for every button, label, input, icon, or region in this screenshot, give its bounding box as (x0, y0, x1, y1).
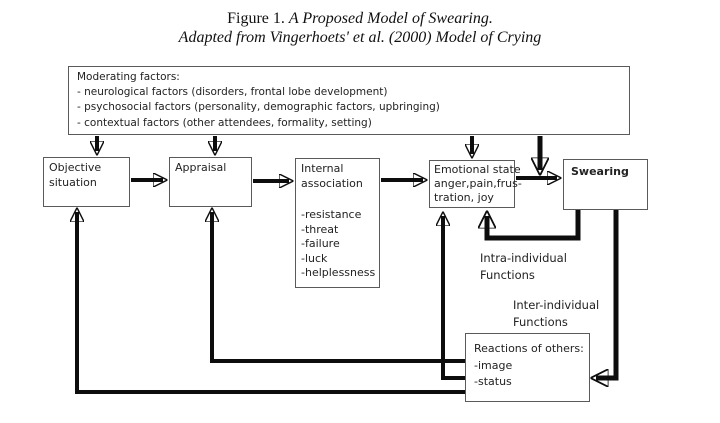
figure-title: Figure 1. A Proposed Model of Swearing. … (0, 10, 720, 48)
internal-association-item: -luck (301, 251, 328, 265)
arrow-reactions-to-emotional (443, 216, 465, 380)
label-inter-individual-functions: Inter-individual Functions (513, 298, 600, 329)
box-appraisal: Appraisal (169, 157, 252, 207)
internal-association-item: -threat (301, 222, 339, 236)
arrow-swearing-to-reactions (596, 210, 619, 378)
swearing-label: Swearing (571, 165, 629, 178)
moderating-item: - contextual factors (other attendees, f… (77, 116, 372, 129)
box-swearing: Swearing (563, 159, 648, 210)
figure-number: Figure 1. (227, 10, 285, 27)
objective-situation-label: Objective situation (49, 161, 102, 189)
emotional-state-line: Emotional state (434, 163, 521, 176)
box-emotional-state: Emotional state anger,pain,frus- tration… (429, 160, 522, 208)
arrow-reactions-to-objective (77, 212, 465, 394)
internal-association-item: -helplessness (301, 266, 376, 280)
figure-title-line1: Figure 1. A Proposed Model of Swearing. (0, 10, 720, 29)
label-intra-individual-functions: Intra-individual Functions (480, 251, 567, 282)
emotional-state-line: anger,pain,frus- (434, 177, 522, 191)
internal-association-item: -failure (301, 237, 340, 251)
box-reactions-of-others: Reactions of others: -image -status (465, 333, 590, 402)
moderating-item: - neurological factors (disorders, front… (77, 86, 388, 99)
reactions-item: -image (474, 358, 513, 372)
emotional-state-line: tration, joy (434, 191, 494, 205)
box-moderating-factors: Moderating factors: - neurological facto… (68, 66, 630, 135)
moderating-item: - psychosocial factors (personality, dem… (77, 101, 440, 114)
internal-association-item: -resistance (301, 208, 362, 222)
reactions-item: -status (474, 375, 512, 388)
arrow-swearing-to-emotional-feedback (487, 210, 581, 241)
box-objective-situation: Objective situation (43, 157, 130, 207)
figure-title-italic: A Proposed Model of Swearing. (288, 10, 493, 27)
moderating-heading: Moderating factors: (77, 71, 180, 83)
figure-subtitle: Adapted from Vingerhoets' et al. (2000) … (178, 28, 542, 46)
box-internal-association: Internal association -resistance -threat… (295, 158, 380, 288)
internal-association-heading: Internal association (301, 162, 363, 190)
appraisal-label: Appraisal (175, 161, 227, 174)
reactions-heading: Reactions of others: (474, 342, 584, 355)
